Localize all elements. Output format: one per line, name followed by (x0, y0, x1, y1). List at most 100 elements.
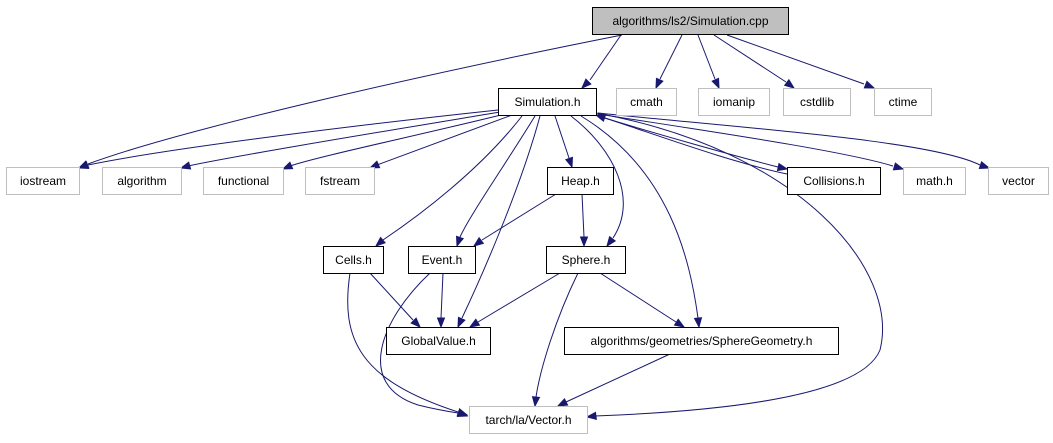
node-label: ctime (889, 95, 918, 109)
node-label: cstdlib (800, 95, 834, 109)
arrowhead-icon (783, 78, 796, 89)
arrowhead-icon (655, 77, 664, 90)
arrowhead-icon (711, 77, 720, 90)
arrowhead-icon (457, 316, 466, 329)
edge-spheregeometry-h-to-vector-h (556, 353, 671, 407)
edge-simulation-cpp-to-simulation-h (581, 34, 622, 89)
edge-line (594, 112, 883, 417)
edge-line (535, 272, 579, 398)
node-cstdlib: cstdlib (783, 88, 851, 116)
edge-line (376, 114, 513, 166)
edge-line (589, 34, 622, 81)
node-label: Simulation.h (514, 95, 580, 109)
edge-line (461, 115, 541, 319)
edge-line (382, 115, 523, 241)
edge-line (347, 272, 459, 413)
node-label: functional (218, 174, 269, 188)
node-spheregeometry-h[interactable]: algorithms/geometries/SphereGeometry.h (564, 327, 839, 355)
node-label: Cells.h (335, 253, 372, 267)
node-box (498, 88, 597, 116)
arrowhead-icon (556, 397, 569, 407)
node-box (547, 167, 614, 195)
edge-line (565, 353, 671, 403)
edge-simulation-h-to-heap-h (554, 115, 574, 169)
node-box (386, 327, 491, 355)
arrowhead-icon (581, 78, 592, 89)
node-event-h[interactable]: Event.h (408, 246, 476, 274)
edge-sphere-h-to-globalvalue-h (468, 272, 561, 328)
arrowhead-icon (281, 161, 294, 170)
node-globalvalue-h[interactable]: GlobalValue.h (386, 327, 491, 355)
arrowhead-icon (892, 162, 905, 171)
node-box (6, 167, 80, 195)
arrowhead-icon (673, 318, 686, 328)
node-label: algorithm (117, 174, 166, 188)
node-box (783, 88, 851, 116)
arrowhead-icon (472, 236, 485, 247)
node-label: GlobalValue.h (401, 334, 476, 348)
arrowhead-icon (368, 160, 381, 169)
edge-line (697, 34, 716, 80)
node-label: Heap.h (561, 174, 600, 188)
edge-simulation-h-to-cells-h (374, 115, 523, 247)
node-label: fstream (320, 174, 360, 188)
node-box (874, 88, 932, 116)
edge-line (187, 111, 501, 167)
node-label: Sphere.h (562, 253, 611, 267)
edge-event-h-to-vector-h (380, 272, 469, 418)
node-iostream: iostream (6, 167, 80, 195)
edge-simulation-h-to-spheregeometry-h (580, 115, 703, 329)
node-box (787, 167, 881, 195)
edge-sphere-h-to-spheregeometry-h (599, 272, 686, 328)
arrowhead-icon (468, 318, 481, 328)
node-box (698, 88, 770, 116)
edge-simulation-h-to-fstream (368, 114, 513, 169)
edge-line (289, 113, 506, 167)
node-sphere-h[interactable]: Sphere.h (546, 246, 626, 274)
edge-line (369, 272, 414, 321)
node-cells-h[interactable]: Cells.h (323, 246, 384, 274)
edge-line (380, 272, 459, 414)
arrowhead-icon (455, 235, 465, 248)
edge-event-h-to-globalvalue-h (436, 272, 446, 329)
edge-line (440, 272, 444, 319)
node-box (305, 167, 375, 195)
node-vector-h: tarch/la/Vector.h (469, 406, 588, 434)
arrowhead-icon (776, 162, 789, 172)
edge-sphere-h-to-vector-h (531, 272, 579, 408)
edge-line (597, 115, 779, 168)
node-label: cmath (630, 95, 663, 109)
node-label: Event.h (422, 253, 463, 267)
arrowhead-icon (693, 317, 703, 329)
edge-line (459, 115, 536, 238)
node-fstream: fstream (305, 167, 375, 195)
edge-simulation-cpp-to-cstdlib (713, 34, 796, 89)
edge-simulation-cpp-to-cmath (655, 34, 683, 90)
edge-line (726, 34, 865, 85)
edge-simulation-h-to-vector (597, 112, 991, 170)
arrowhead-icon (564, 156, 574, 169)
node-box (564, 327, 839, 355)
edge-simulation-h-to-math-h (597, 113, 905, 171)
arrowhead-icon (579, 236, 589, 248)
node-collisions-h[interactable]: Collisions.h (787, 167, 881, 195)
edge-line (570, 115, 624, 239)
node-label: iostream (20, 174, 66, 188)
node-cmath: cmath (616, 88, 677, 116)
edge-line (713, 34, 787, 83)
node-heap-h[interactable]: Heap.h (547, 167, 614, 195)
nodes-layer: algorithms/ls2/Simulation.cppSimulation.… (6, 7, 1049, 434)
arrowhead-icon (863, 80, 876, 89)
edge-line (481, 193, 557, 241)
node-box (592, 7, 789, 35)
edge-simulation-h-to-algorithm (179, 111, 501, 170)
edge-line (554, 115, 570, 159)
node-simulation-h[interactable]: Simulation.h (498, 88, 597, 116)
node-box (323, 246, 384, 274)
edge-simulation-cpp-to-ctime (726, 34, 876, 89)
node-ctime: ctime (874, 88, 932, 116)
arrowhead-icon (978, 160, 991, 170)
arrowhead-icon (179, 161, 192, 170)
node-box (469, 406, 588, 434)
node-box (546, 246, 626, 274)
